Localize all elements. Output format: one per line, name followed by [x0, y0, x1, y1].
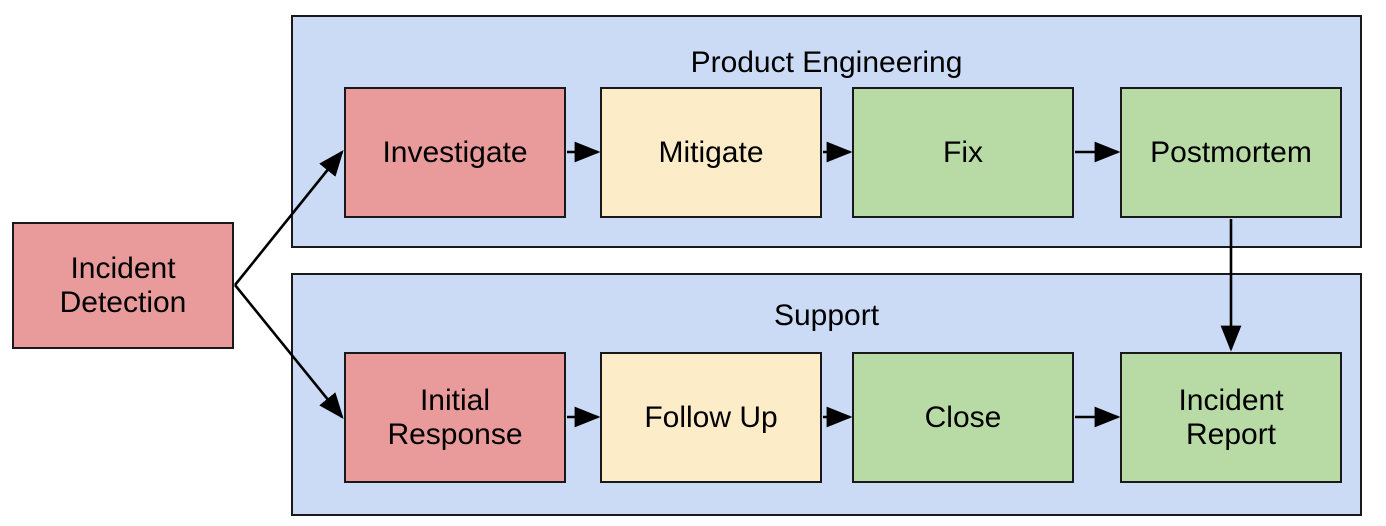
node-initial-response[interactable]: Initial Response	[344, 352, 566, 483]
node-label-incident-report: Incident Report	[1178, 383, 1284, 451]
node-investigate[interactable]: Investigate	[344, 87, 566, 218]
node-label-incident-detection: Incident Detection	[59, 251, 187, 319]
node-close[interactable]: Close	[852, 352, 1074, 483]
node-label-mitigate: Mitigate	[658, 135, 764, 169]
node-label-initial-response: Initial Response	[387, 383, 523, 451]
node-label-investigate: Investigate	[382, 135, 528, 169]
node-incident-detection[interactable]: Incident Detection	[12, 222, 234, 349]
node-follow-up[interactable]: Follow Up	[600, 352, 822, 483]
swimlane-title-product-engineering: Product Engineering	[690, 46, 963, 79]
node-label-postmortem: Postmortem	[1150, 135, 1312, 169]
node-postmortem[interactable]: Postmortem	[1120, 87, 1342, 218]
node-fix[interactable]: Fix	[852, 87, 1074, 218]
node-incident-report[interactable]: Incident Report	[1120, 352, 1342, 483]
swimlane-title-support: Support	[773, 299, 880, 332]
node-label-follow-up: Follow Up	[644, 400, 778, 434]
node-label-close: Close	[924, 400, 1002, 434]
node-mitigate[interactable]: Mitigate	[600, 87, 822, 218]
node-label-fix: Fix	[943, 135, 983, 169]
